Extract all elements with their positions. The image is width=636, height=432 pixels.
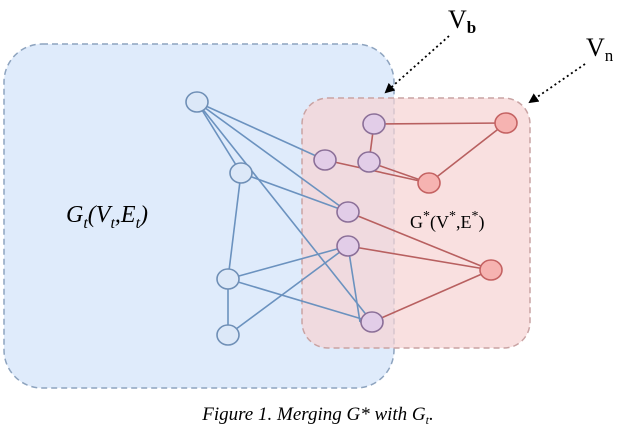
gt-label: Gt(Vt,Et) — [66, 202, 148, 232]
graph-node — [362, 113, 386, 135]
graph-node — [313, 149, 337, 171]
vn-label: Vn — [586, 33, 614, 65]
graph-node — [229, 162, 253, 184]
gt-region — [3, 43, 395, 389]
boundary-nodes — [313, 113, 386, 333]
graph-node — [479, 259, 503, 281]
figure-caption: Figure 1. Merging G* with Gt. — [201, 404, 434, 427]
vb-label: Vb — [448, 5, 476, 37]
graph-node — [360, 311, 384, 333]
graph-node — [216, 324, 240, 346]
graph-node — [336, 235, 360, 257]
graph-node — [336, 201, 360, 223]
graph-node — [216, 268, 240, 290]
vb-arrow — [384, 35, 450, 94]
gstar-label: G*(V*,E*) — [410, 209, 485, 233]
graph-node — [494, 112, 518, 134]
vn-arrow — [528, 63, 586, 104]
graph-node — [357, 151, 381, 173]
graph-node — [185, 91, 209, 113]
gt-nodes — [185, 91, 253, 346]
new-nodes — [417, 112, 518, 281]
graph-node — [417, 172, 441, 194]
